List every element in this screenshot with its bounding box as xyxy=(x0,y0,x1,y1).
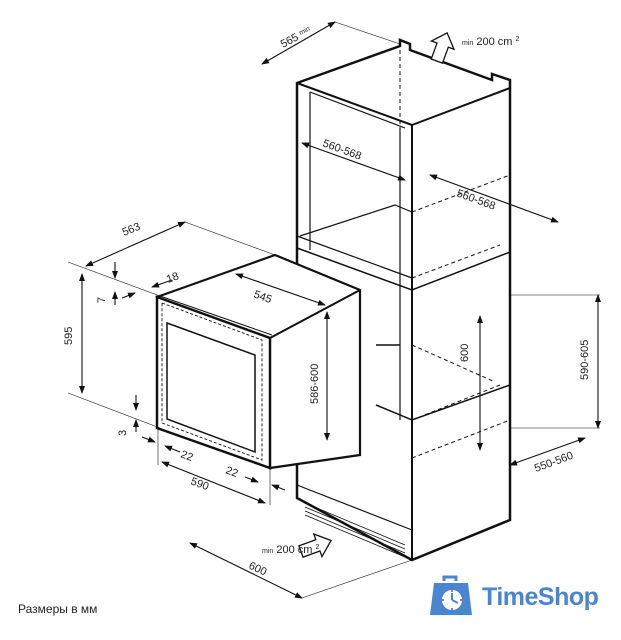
label-18: 18 xyxy=(165,270,181,285)
logo-text: TimeShop xyxy=(482,582,599,611)
vent-arrow-bottom-icon xyxy=(298,532,332,559)
label-600-height: 600 xyxy=(459,344,471,362)
label-590: 590 xyxy=(189,476,210,494)
label-590-605: 590-605 xyxy=(579,340,591,380)
label-560-568-top: 560-568 xyxy=(321,138,363,163)
label-22-left: 22 xyxy=(179,449,195,464)
units-caption: Размеры в мм xyxy=(18,602,98,616)
label-545: 545 xyxy=(252,289,273,307)
shopping-bag-clock-icon xyxy=(430,575,472,615)
label-3: 3 xyxy=(117,430,129,436)
label-595: 595 xyxy=(63,327,75,345)
timeshop-logo: TimeShop xyxy=(428,575,599,619)
label-7: 7 xyxy=(96,297,108,303)
label-586-600: 586-600 xyxy=(309,364,321,404)
label-550-560: 550-560 xyxy=(533,450,575,475)
label-vent-top: min 200 cm 2 xyxy=(462,36,519,48)
label-vent-bottom: min 200 cm 2 xyxy=(262,544,319,556)
label-22-right: 22 xyxy=(224,465,240,480)
label-600-width: 600 xyxy=(247,560,269,579)
oven xyxy=(155,253,362,470)
dimension-lines xyxy=(67,21,601,599)
vent-arrow-top-icon xyxy=(429,32,456,64)
label-563: 563 xyxy=(121,221,143,239)
